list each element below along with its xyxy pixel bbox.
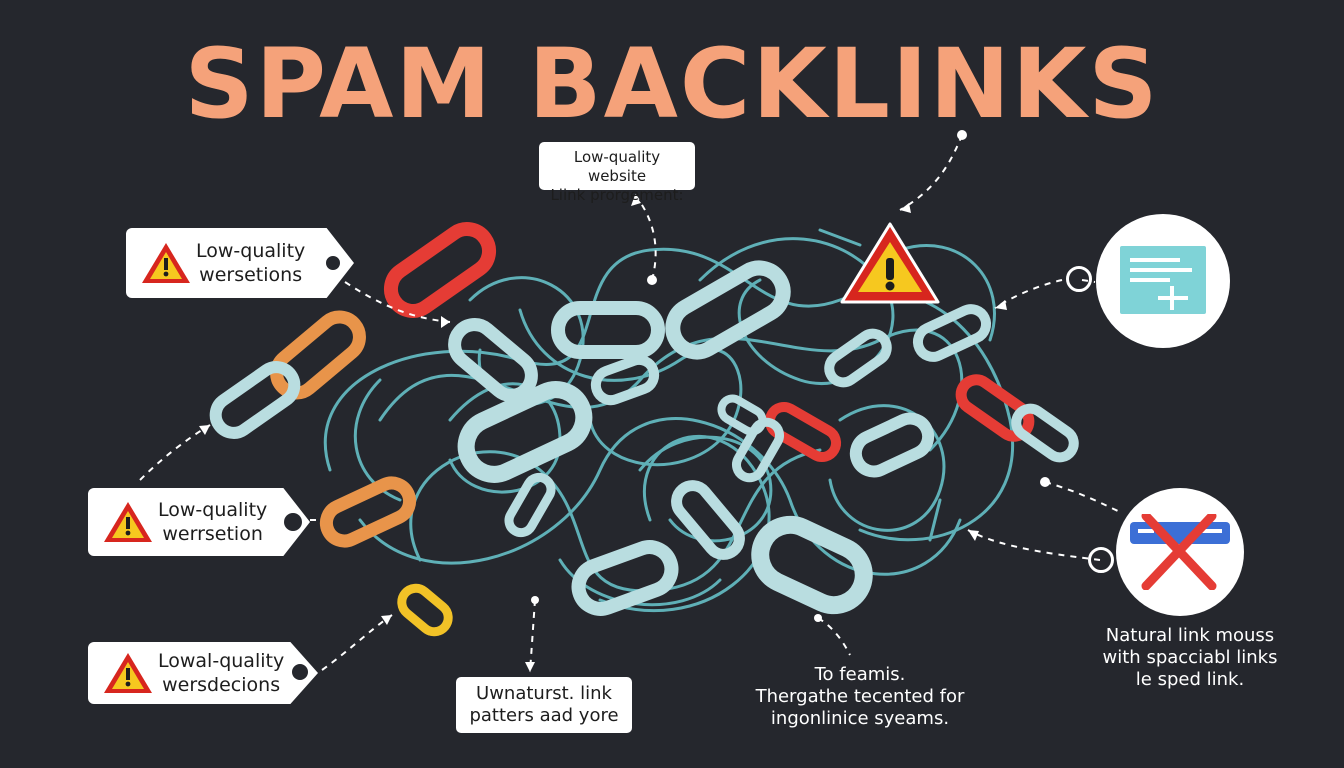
chain-link-light-15: [571, 540, 679, 616]
note-line-3: ingonlinice syeams.: [770, 708, 950, 729]
arrowhead: [381, 615, 392, 625]
chain-link-light-1: [209, 361, 301, 439]
connector-dot: [957, 130, 967, 140]
warning-tag-3: Lowal-quality wersdecions: [88, 642, 318, 704]
callout-bottom: Uwnaturst. link patters aad yore: [456, 677, 632, 733]
warning-tag-1: Low-quality wersetions: [126, 228, 354, 298]
connector-dot: [1040, 477, 1050, 487]
arrowhead: [525, 662, 535, 672]
chain-link-red-3: [764, 402, 842, 462]
callout-line-2: patters aad yore: [469, 705, 619, 726]
connector-right-icon-2: [967, 529, 1101, 561]
document-icon: [1120, 246, 1206, 314]
chain-link-light-10: [849, 412, 935, 478]
connector-tag-1: [344, 281, 451, 323]
chain-link-light-6: [590, 354, 660, 406]
tag-line-1: Low-quality: [158, 499, 268, 521]
callout-line-1: Low-quality website: [573, 148, 661, 185]
connector-dot: [647, 275, 657, 285]
tag-label: Low-quality werrsetion: [158, 498, 267, 546]
warning-icon: [142, 243, 190, 283]
chain-link-light-3: [665, 260, 791, 360]
callout-line-1: Uwnaturst. link: [476, 683, 612, 704]
arrowhead: [441, 316, 450, 328]
chain-link-light-14: [671, 480, 745, 560]
arrowhead: [968, 530, 979, 541]
tag-line-1: Lowal-quality: [158, 650, 285, 672]
chain-link-light-13: [504, 472, 556, 538]
note-line-3: le sped link.: [1135, 669, 1245, 690]
connector-center-note: [817, 617, 851, 656]
tag-label: Low-quality wersetions: [196, 239, 305, 287]
chain-link-orange-2: [319, 476, 417, 548]
arrowhead: [199, 425, 210, 435]
right-note: Natural link mouss with spacciabl links …: [1080, 625, 1300, 691]
warning-tag-2: Low-quality werrsetion: [88, 488, 310, 556]
chain-link-light-8: [912, 304, 992, 362]
note-line-1: Natural link mouss: [1105, 625, 1275, 646]
connector-dots: [531, 130, 1050, 622]
callout-top: Low-quality website Liink prorgement:: [539, 142, 695, 204]
page-title: SPAM BACKLINKS: [184, 28, 1160, 140]
note-line-1: To feamis.: [814, 664, 906, 685]
connector-top-warning: [899, 134, 963, 211]
connector-ring: [1066, 266, 1092, 292]
note-line-2: with spacciabl links: [1102, 647, 1278, 668]
connector-ring: [1088, 547, 1114, 573]
tag-line-2: wersdecions: [162, 674, 281, 696]
callout-line-2: Liink prorgement:: [550, 186, 684, 204]
tag-hole: [292, 664, 308, 680]
chain-link-yellow-1: [397, 583, 453, 637]
connector-dot: [531, 596, 539, 604]
arrowhead: [631, 195, 641, 206]
chain-link-red-2: [955, 374, 1035, 442]
chain-link-light-5: [457, 381, 593, 483]
tag-line-1: Low-quality: [196, 240, 306, 262]
connector-left-chain: [139, 424, 211, 481]
warning-icon: [104, 653, 152, 693]
note-line-2: Thergathe tecented for: [755, 686, 965, 707]
center-note: To feamis. Thergathe tecented for ingonl…: [730, 664, 990, 730]
connector-bottom-box: [529, 599, 536, 673]
chain-link-light-11: [732, 417, 784, 483]
tag-label: Lowal-quality wersdecions: [158, 649, 284, 697]
tag-line-2: wersetions: [199, 264, 303, 286]
connector-top-box: [634, 194, 657, 281]
connector-tag-3: [321, 614, 393, 671]
connector-right-mid: [1044, 481, 1121, 513]
blocked-link-icon: [1130, 514, 1230, 590]
warning-icon: [104, 502, 152, 542]
chain-link-orange-1: [270, 310, 366, 400]
chain-link-light-2: [551, 301, 665, 359]
connector-dot: [814, 614, 822, 622]
tag-hole: [324, 254, 342, 272]
chain-link-light-9: [1011, 403, 1079, 463]
chain-link-light-7: [824, 328, 892, 388]
arrowhead: [900, 203, 911, 213]
arrowhead: [995, 300, 1007, 310]
chain-link-light-16: [751, 515, 873, 615]
chain-link-red-1: [383, 222, 497, 318]
chain-link-light-4: [448, 318, 538, 402]
warning-sign-central: [840, 222, 940, 304]
arrowheads: [199, 195, 1007, 672]
chain-link-light-12: [717, 394, 767, 436]
tag-line-2: werrsetion: [162, 523, 263, 545]
connector-right-icon-1: [994, 279, 1063, 309]
tag-hole: [284, 513, 302, 531]
